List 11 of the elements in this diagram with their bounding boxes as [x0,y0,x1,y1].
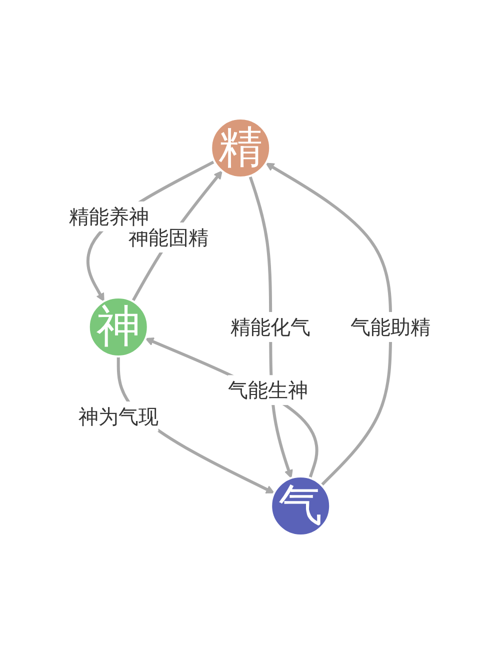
edge-label: 气能生神 [228,378,308,402]
edge-label: 神为气现 [78,404,159,428]
arrow [145,336,318,478]
node-circle: 气 [270,474,332,536]
node-circle: 精 [210,117,272,178]
arrow [266,162,392,486]
arrow [86,160,216,302]
edge-label: 精能养神 [69,204,150,228]
edge-label: 气能助精 [350,314,431,338]
node-circle: 神 [88,296,150,357]
edge-label: 精能化气 [230,314,311,338]
